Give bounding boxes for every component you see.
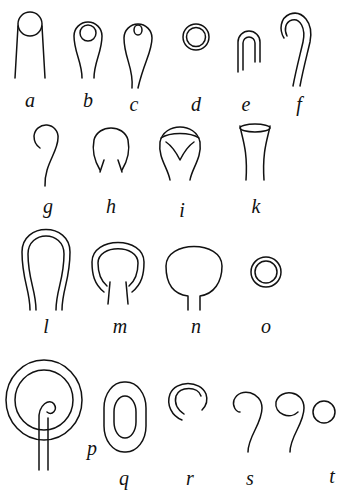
figure-letter: h	[106, 196, 116, 216]
shape-l	[22, 230, 70, 311]
figure-letter: e	[242, 94, 251, 114]
figure-letter: g	[43, 196, 53, 216]
figure-letter: p	[87, 438, 97, 458]
shape-s	[233, 392, 262, 452]
figure-letter: r	[186, 468, 194, 488]
shape-h	[93, 128, 129, 172]
shape-q	[104, 382, 146, 452]
shape-o	[251, 257, 281, 287]
shape-m	[92, 243, 144, 305]
shape-a	[15, 12, 45, 78]
shape-g	[34, 125, 58, 186]
figure-letter: m	[113, 316, 127, 336]
figure-letter: l	[43, 316, 49, 336]
figure-letter: c	[130, 94, 139, 114]
shape-r	[169, 384, 207, 421]
shape-p	[6, 360, 82, 470]
figure-letter: d	[191, 94, 201, 114]
figure-letter: f	[296, 94, 302, 114]
shape-n	[166, 247, 222, 311]
shape-b	[74, 22, 102, 78]
figure-letter: s	[246, 468, 254, 488]
figure-letter: a	[25, 90, 35, 110]
shape-e	[238, 31, 260, 72]
figure-letter: t	[329, 466, 335, 486]
figure-letter: o	[261, 316, 271, 336]
shape-t	[276, 393, 335, 452]
shape-k	[240, 124, 270, 180]
figure-letter: n	[191, 316, 201, 336]
figure-letter: b	[83, 90, 93, 110]
shape-f	[281, 13, 311, 86]
figure-letter: k	[252, 196, 261, 216]
shape-d	[183, 24, 209, 50]
figure-letter: q	[119, 468, 129, 488]
shape-i	[160, 127, 201, 180]
figure-letter: i	[179, 200, 185, 220]
shape-c	[124, 24, 152, 88]
